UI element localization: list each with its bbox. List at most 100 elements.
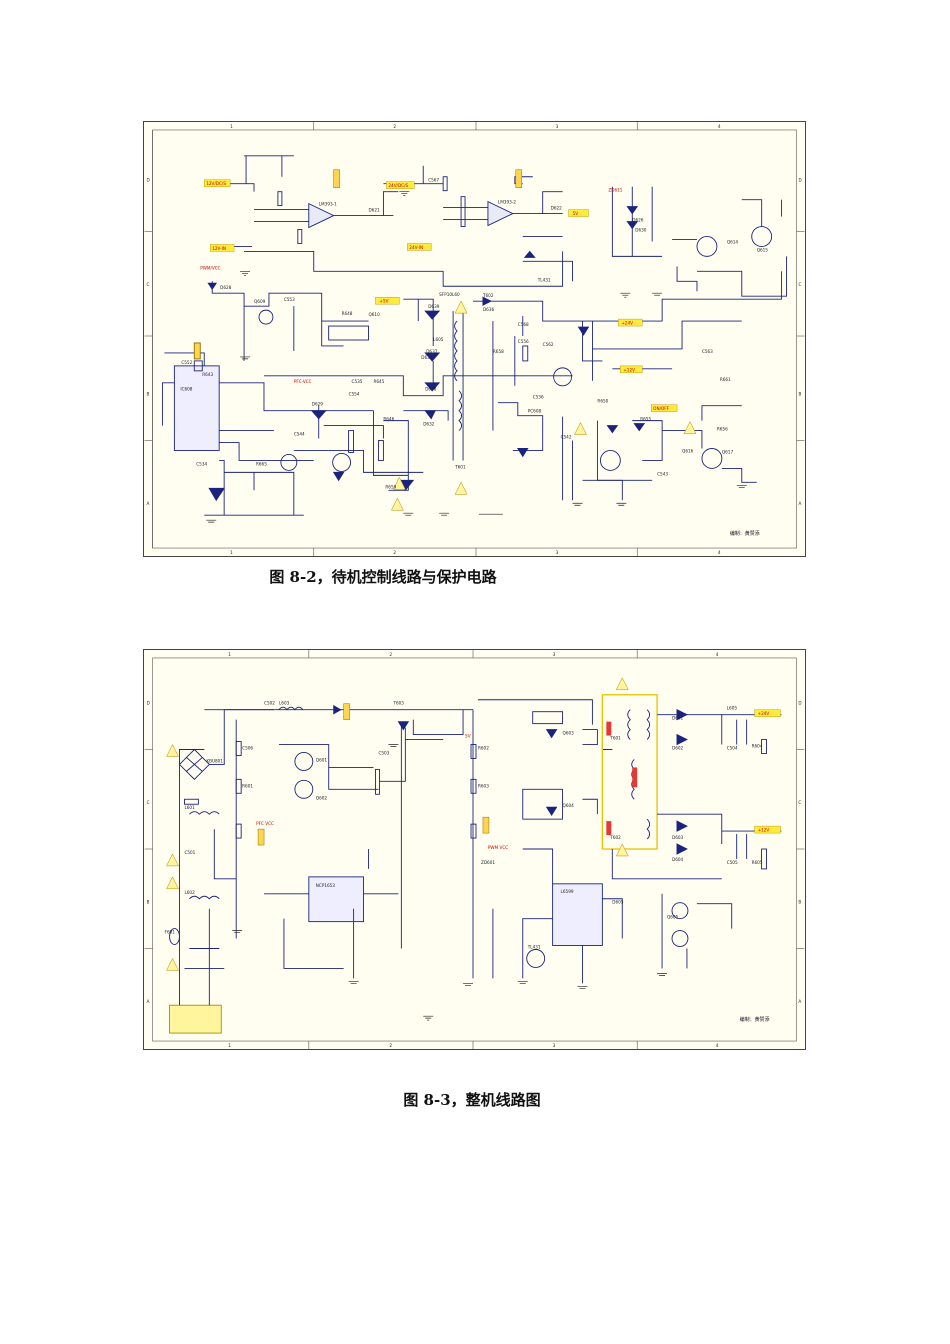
net-label-flags: 12V/DC/S 12V-IN 24V/DC/S 24V-IN PWM/VCC …	[200, 179, 678, 412]
frame-row-a-right: A	[798, 999, 801, 1004]
frame-row-a-right: A	[799, 501, 802, 506]
part-label: D602	[672, 746, 684, 751]
frame-row-b-right: B	[799, 392, 802, 397]
frame-col-2: 2	[393, 124, 396, 129]
net-label: +12V	[623, 367, 635, 372]
part-label: C563	[702, 349, 713, 354]
figure-caption-8-2: 图 8-2，待机控制线路与保护电路	[269, 568, 497, 586]
net-label: PWM VCC	[488, 845, 508, 850]
part-label: T601	[454, 464, 466, 469]
frame-column-ticks	[144, 650, 805, 1049]
part-label: C567	[428, 178, 439, 183]
net-label: PFC VCC	[256, 821, 274, 826]
part-label: D601	[672, 716, 684, 721]
output-rectifier-24v	[473, 271, 783, 501]
frame-col-3: 3	[553, 652, 556, 657]
part-labels: LM393-1 LM393-2 IC608 TL431 PC608 Q609 Q…	[180, 178, 768, 490]
signature: 编制：黄赞添	[730, 530, 760, 537]
frame-row-c-right: C	[799, 282, 802, 287]
frame-col-3: 3	[556, 124, 559, 129]
part-label: R602	[478, 746, 489, 751]
part-label: LM393-2	[498, 200, 516, 205]
part-label: C505	[727, 860, 738, 865]
part-label: Q614	[727, 239, 739, 244]
frame-row-b: B	[147, 900, 150, 905]
part-label: Q604	[563, 803, 575, 808]
part-label: SFP10L60	[439, 292, 460, 297]
part-label: R658	[493, 349, 504, 354]
frame-col-1: 1	[228, 652, 231, 657]
part-label: Q602	[316, 795, 328, 800]
part-label: L602	[184, 890, 195, 895]
part-label: C534	[196, 461, 207, 466]
part-label: T602	[482, 293, 494, 298]
part-label: C501	[184, 850, 195, 855]
net-label: 5V	[573, 211, 579, 216]
part-label: R643	[202, 372, 213, 377]
net-label: +24V	[758, 711, 770, 716]
part-label: L605	[433, 337, 444, 342]
part-label: TL431	[537, 277, 551, 282]
signature: 编制：黄赞添	[740, 1016, 770, 1023]
ground-symbols	[232, 744, 668, 1021]
frame-row-a: A	[147, 999, 150, 1004]
net-label: +24V	[621, 321, 633, 326]
transistor-block-q615	[611, 186, 788, 297]
part-label: Q615	[757, 247, 769, 252]
part-label: R648	[342, 311, 353, 316]
frame-row-c-right: C	[798, 800, 801, 805]
frame-row-b: B	[147, 392, 150, 397]
part-label: T602	[609, 835, 621, 840]
frame-col-2-bottom: 2	[393, 550, 396, 555]
part-label: C502	[264, 701, 275, 706]
ic608-block	[161, 342, 573, 516]
frame-col-2: 2	[389, 652, 392, 657]
frame-row-d: D	[147, 178, 150, 183]
net-label: 24V-IN	[409, 245, 423, 250]
part-label: D603	[672, 835, 684, 840]
part-label: D622	[551, 206, 563, 211]
part-label: F601	[165, 930, 176, 935]
part-label: L601	[184, 805, 195, 810]
frame-col-1-bottom: 1	[230, 550, 233, 555]
part-label: C504	[727, 746, 738, 751]
part-label: R604	[752, 744, 763, 749]
warning-triangle-icon	[390, 300, 697, 511]
protection-q616-q617	[582, 405, 757, 501]
part-label: R659	[385, 484, 396, 489]
part-label: Q603	[563, 731, 575, 736]
part-label: C535	[352, 379, 363, 384]
part-label: IC608	[180, 387, 192, 392]
net-label: 5V	[465, 734, 471, 739]
part-label: D604	[672, 857, 684, 862]
comparator-block-1	[204, 155, 564, 287]
highlight-marker	[482, 816, 490, 834]
highlight-marker	[257, 828, 265, 846]
net-labels: +24V +12V 5V PWM VCC PFC VCC	[256, 711, 769, 850]
part-label: C542	[561, 435, 572, 440]
net-label: PFC-VCC	[294, 379, 312, 384]
schematic-drawing-1: 1 2 3 4 1 2 3 4 D C B A D C B A	[144, 122, 805, 556]
part-label: C552	[181, 360, 192, 365]
llc-resonant-stage	[470, 699, 623, 984]
part-label: Q610	[368, 312, 380, 317]
part-label: ZD601	[481, 860, 495, 865]
part-label: L6599	[561, 889, 574, 894]
part-label: Q601	[316, 757, 328, 762]
figure-caption-8-3: 图 8-3，整机线路图	[403, 1091, 541, 1109]
part-label: D628	[220, 285, 232, 290]
frame-row-d-right: D	[798, 701, 801, 706]
part-label: C568	[518, 322, 529, 327]
part-label: LM393-1	[319, 202, 337, 207]
part-label: R645	[373, 379, 384, 384]
frame-row-d-right: D	[799, 178, 802, 183]
part-label: D638	[425, 387, 437, 392]
frame-col-4-bottom: 4	[716, 1043, 719, 1048]
frame-row-d: D	[147, 701, 150, 706]
warning-triangle-icon	[166, 677, 629, 971]
part-label: L605	[727, 706, 738, 711]
part-label: Q617	[722, 449, 734, 454]
schematic-drawing-2: 1 2 3 4 1 2 3 4 D C B A D C B A	[144, 650, 805, 1049]
frame-col-1: 1	[230, 124, 233, 129]
frame-col-4: 4	[716, 652, 719, 657]
